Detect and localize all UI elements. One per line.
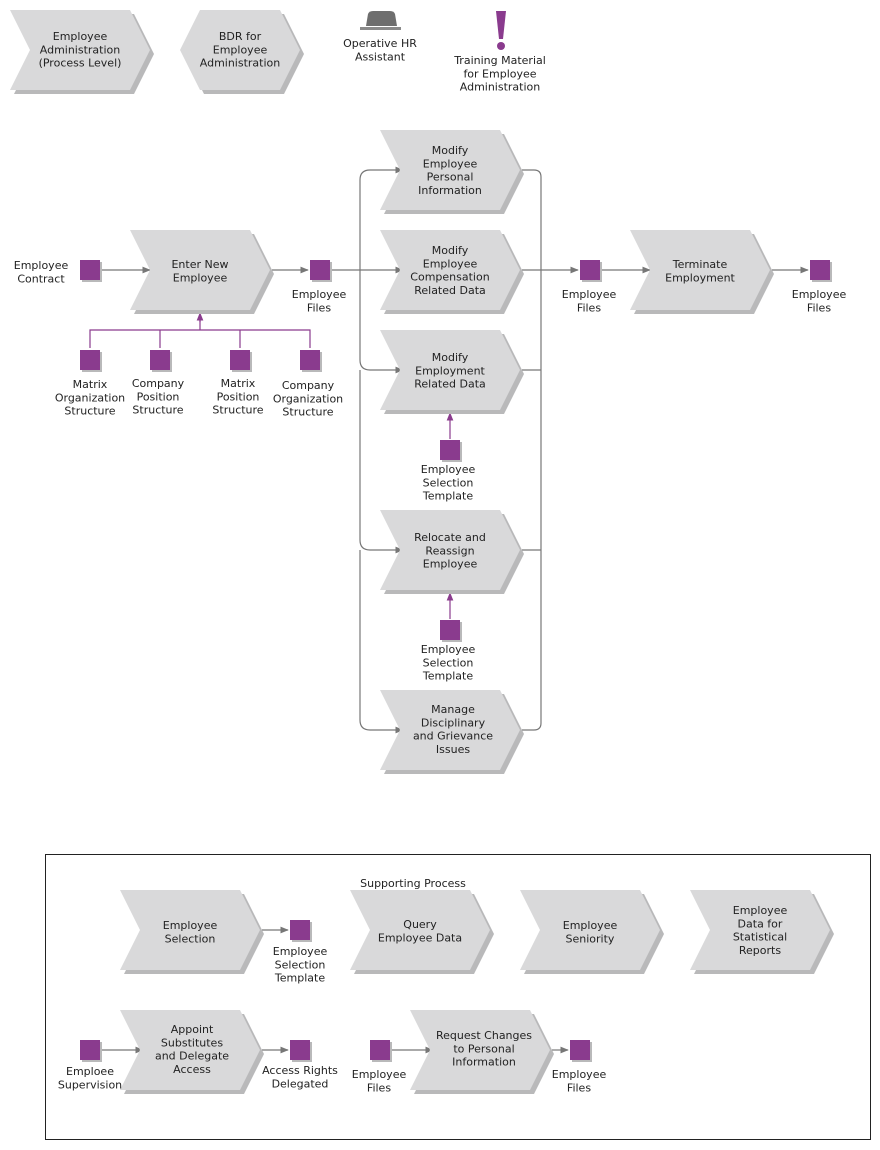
modify-personal-chevron bbox=[380, 130, 524, 214]
employee-files-object-1 bbox=[310, 260, 332, 282]
modify-employment-chevron bbox=[380, 330, 524, 414]
company-pos-object bbox=[150, 350, 172, 372]
supporting-process-frame bbox=[45, 854, 871, 1140]
matrix-org-object bbox=[80, 350, 102, 372]
modify-comp-chevron bbox=[380, 230, 524, 314]
relocate-chevron bbox=[380, 510, 524, 594]
bdr-hexagon bbox=[180, 10, 304, 94]
supervision-object bbox=[80, 1040, 102, 1062]
supporting-process-title: Supporting Process bbox=[360, 877, 466, 890]
appoint-chevron bbox=[120, 1010, 264, 1094]
employee-contract-object bbox=[80, 260, 102, 282]
company-org-object bbox=[300, 350, 322, 372]
emp-sel-template-object-1 bbox=[440, 440, 462, 462]
edge-to-modify-personal bbox=[330, 166, 404, 271]
terminate-chevron bbox=[630, 230, 774, 314]
disciplinary-chevron bbox=[380, 690, 524, 774]
exclamation-icon bbox=[496, 11, 506, 50]
seniority-chevron bbox=[520, 890, 664, 974]
support-files-in-object bbox=[370, 1040, 392, 1062]
enter-new-employee-chevron bbox=[130, 230, 274, 314]
emp-selection-chevron bbox=[120, 890, 264, 974]
statistical-chevron bbox=[690, 890, 834, 974]
edge-to-modify-employment bbox=[359, 270, 404, 374]
shapes bbox=[10, 10, 834, 1094]
employee-files-object-2 bbox=[580, 260, 602, 282]
query-chevron bbox=[350, 890, 494, 974]
emp-sel-template-object-2 bbox=[440, 620, 462, 642]
matrix-pos-object bbox=[230, 350, 252, 372]
operative-hr-person-icon bbox=[360, 11, 401, 30]
request-changes-chevron bbox=[410, 1010, 554, 1094]
edge-structures bbox=[89, 313, 311, 348]
process-level-chevron bbox=[10, 10, 154, 94]
access-rights-object bbox=[290, 1040, 312, 1062]
support-files-out-object bbox=[570, 1040, 592, 1062]
edge-to-disciplinary bbox=[359, 550, 404, 734]
edges bbox=[89, 166, 809, 1054]
employee-files-object-3 bbox=[810, 260, 832, 282]
support-template-object bbox=[290, 920, 312, 942]
edge-merge bbox=[522, 169, 542, 731]
edge-to-relocate bbox=[359, 370, 404, 554]
